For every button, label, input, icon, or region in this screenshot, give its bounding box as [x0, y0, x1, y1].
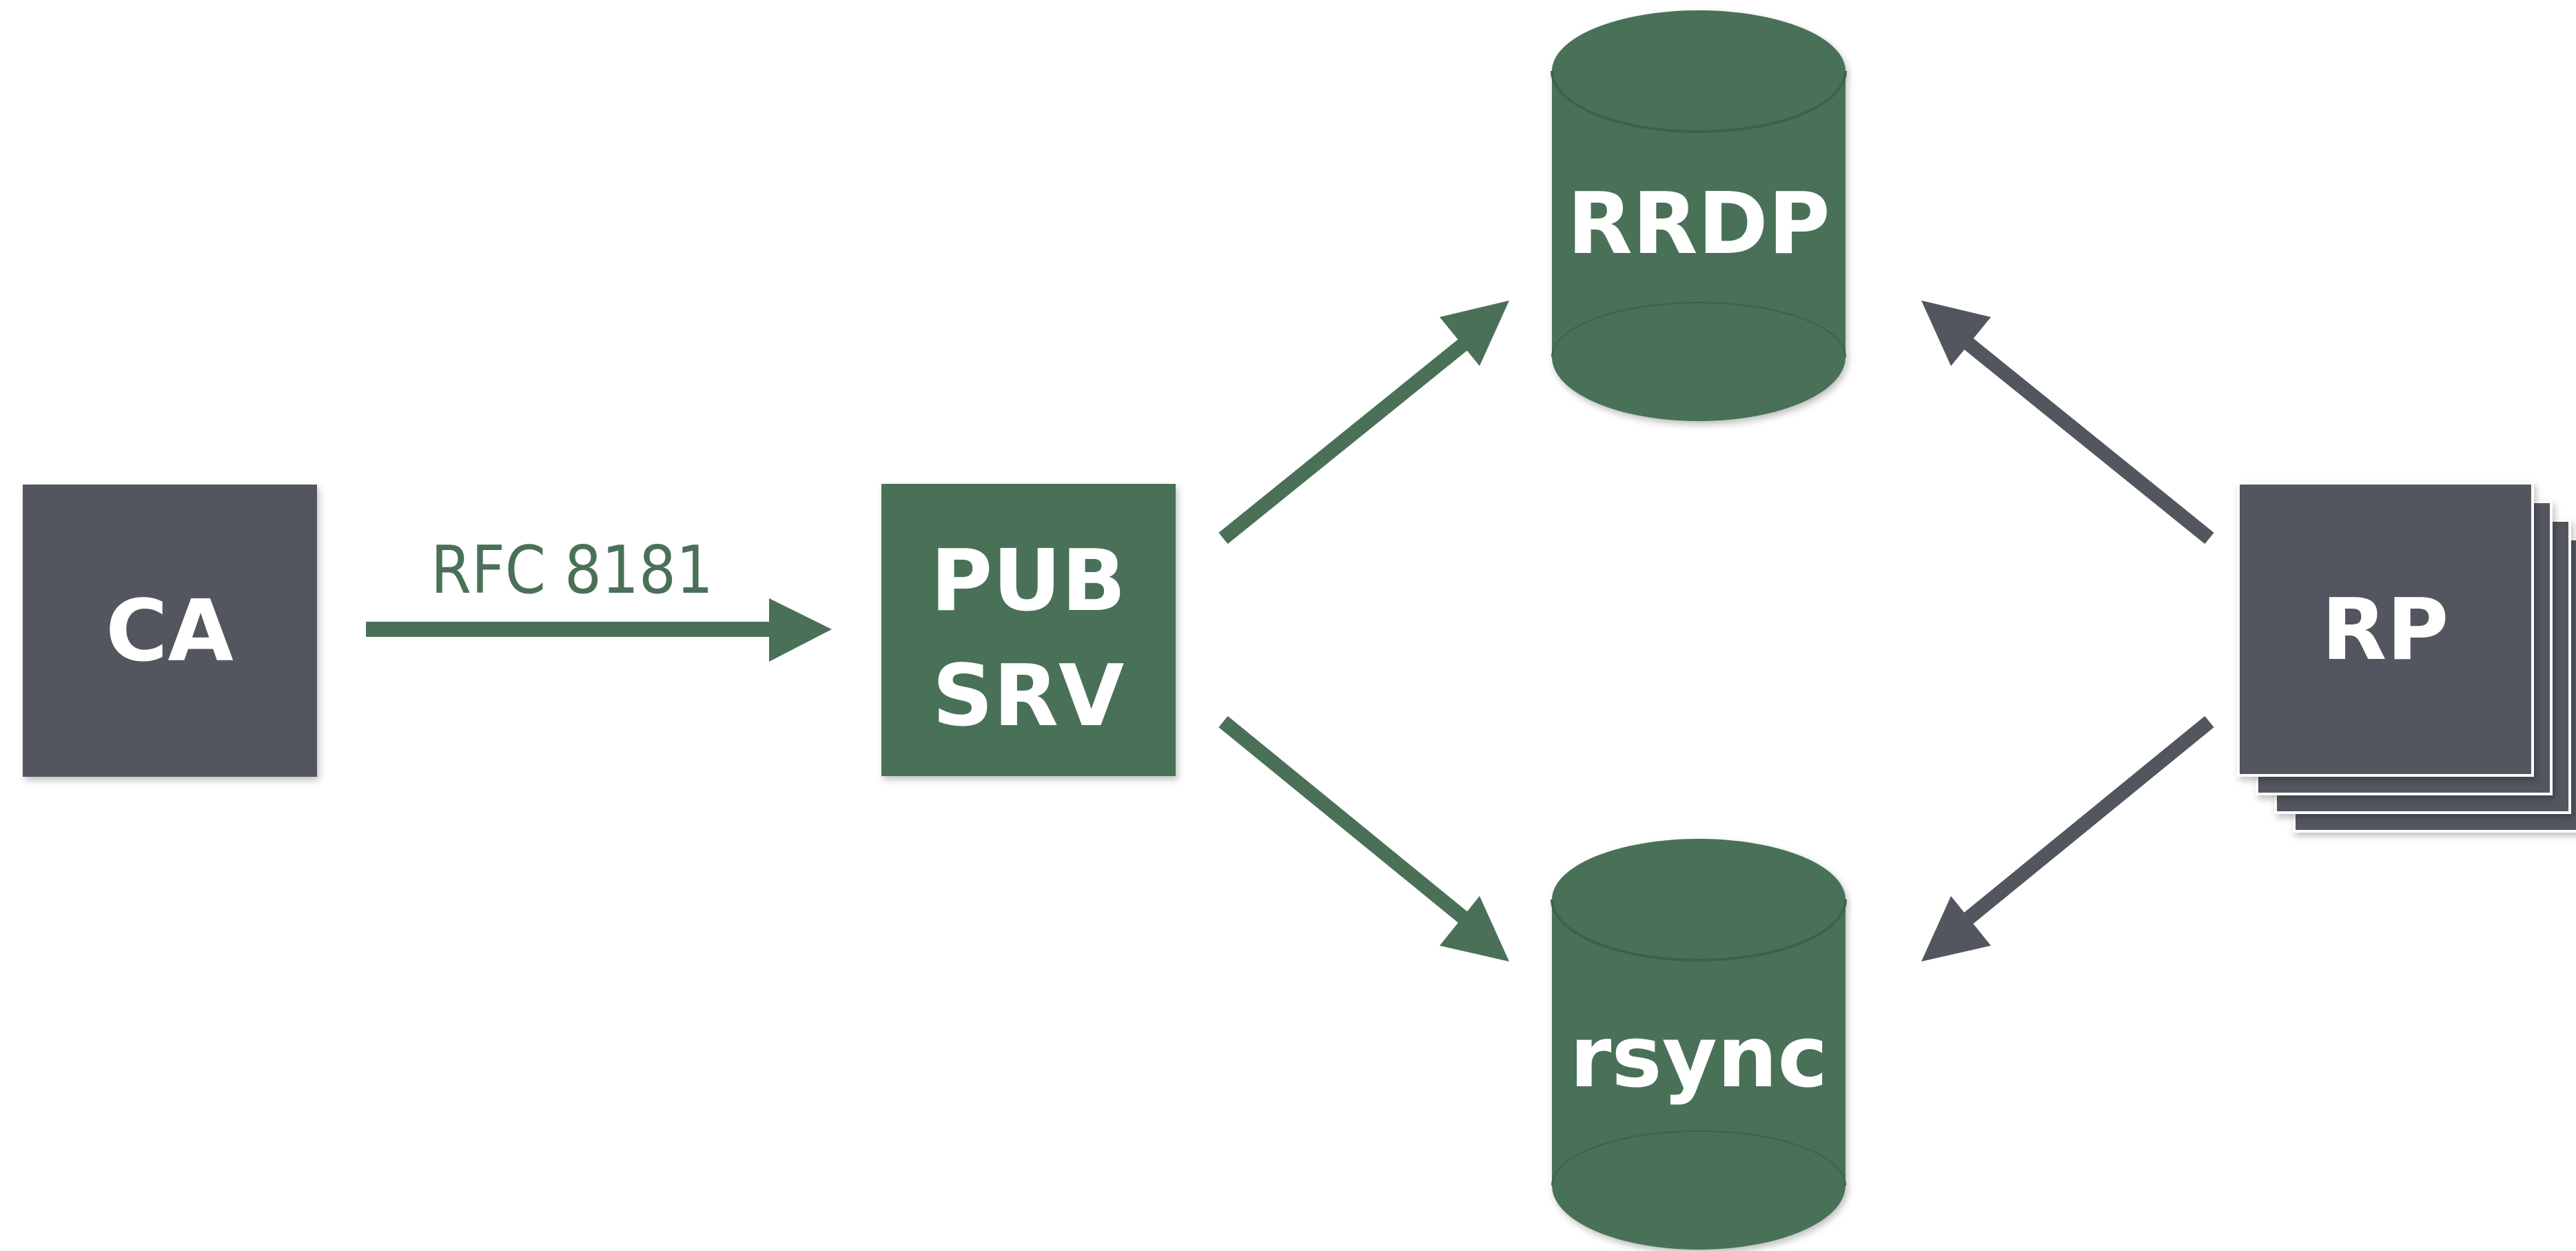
- rrdp-label: RRDP: [1567, 175, 1830, 274]
- rp-to-rrdp-arrowhead: [1921, 301, 1991, 366]
- pub-to-rsync-arrow-shaft: [1218, 715, 1475, 930]
- rsync-node: rsync: [1551, 839, 1847, 1250]
- rsync-label: rsync: [1570, 1008, 1828, 1107]
- rp-to-rsync-arrow-shaft: [1957, 715, 2214, 930]
- rp-label: RP: [2322, 581, 2449, 680]
- ca-to-pub-arrow-shaft: [366, 622, 773, 637]
- pub-to-rsync-arrow: [1218, 715, 1509, 962]
- rp-to-rsync-arrowhead: [1921, 896, 1991, 962]
- rrdp-cylinder-body: [1552, 71, 1846, 421]
- rsync-cylinder-top-rim: [1551, 899, 1847, 962]
- pub-srv-label-line1: PUB: [930, 532, 1126, 631]
- rrdp-node: RRDP: [1551, 10, 1847, 421]
- pub-to-rrdp-arrow-shaft: [1218, 332, 1475, 545]
- rrdp-cylinder-top: [1552, 10, 1846, 132]
- pub-srv-label-line2: SRV: [932, 647, 1125, 746]
- pub-to-rrdp-arrowhead: [1440, 301, 1509, 366]
- rrdp-cylinder-top-rim: [1551, 70, 1847, 133]
- rp-to-rrdp-arrow: [1921, 301, 2214, 545]
- ca-box: [23, 485, 317, 777]
- rsync-cylinder-bottom-rim: [1551, 1130, 1846, 1186]
- rp-box: [2237, 482, 2534, 777]
- rsync-cylinder-body: [1552, 899, 1846, 1250]
- pub-to-rrdp-arrow: [1218, 301, 1509, 545]
- pub-srv-node: PUB SRV: [881, 484, 1176, 776]
- ca-to-pub-arrow: RFC 8181: [366, 533, 832, 662]
- rfc-8181-label: RFC 8181: [431, 533, 713, 609]
- ca-to-pub-arrowhead: [769, 598, 832, 662]
- rp-to-rrdp-arrow-shaft: [1957, 332, 2214, 545]
- pub-srv-box: [881, 484, 1176, 776]
- rsync-cylinder-top: [1552, 839, 1846, 960]
- ca-label: CA: [105, 582, 233, 681]
- rrdp-cylinder-bottom-rim: [1551, 302, 1846, 358]
- ca-node: CA: [23, 485, 317, 777]
- rp-node: RP: [2237, 482, 2576, 833]
- rp-to-rsync-arrow: [1921, 715, 2214, 962]
- pub-to-rsync-arrowhead: [1440, 896, 1509, 962]
